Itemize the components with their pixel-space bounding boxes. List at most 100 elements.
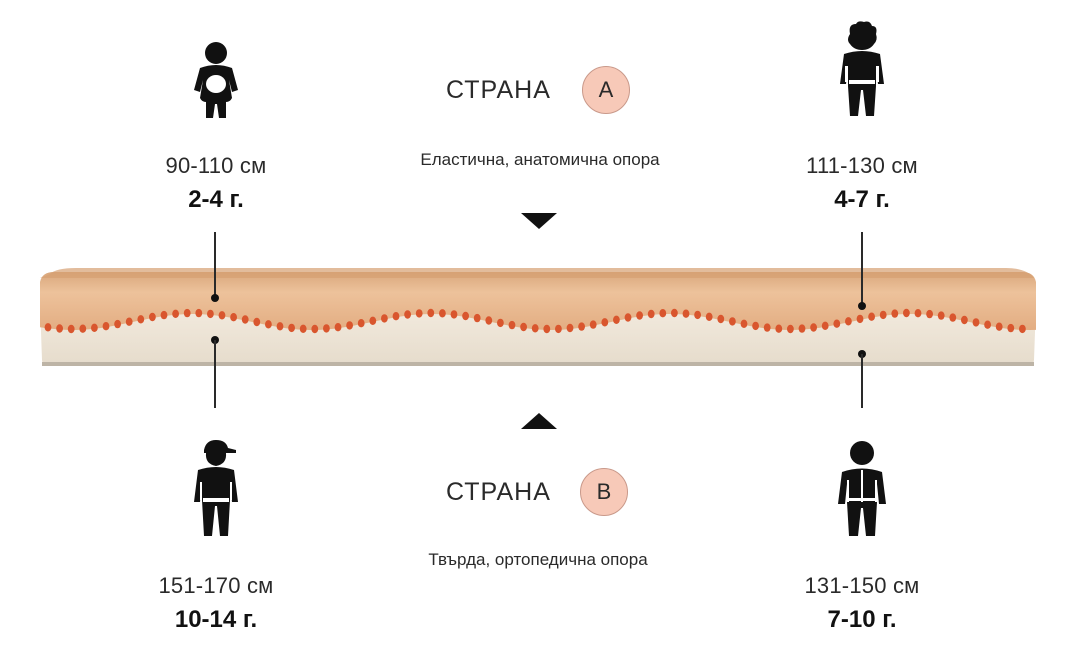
wave-dot	[79, 324, 87, 333]
side-b-badge: B	[580, 468, 628, 516]
wave-dot	[195, 308, 203, 318]
wave-dot	[149, 312, 156, 322]
arrow-down-icon	[521, 213, 557, 229]
wave-dot	[334, 323, 342, 332]
group-3-height: 151-170 см	[158, 573, 274, 598]
wave-dot	[903, 308, 910, 318]
side-b-label: СТРАНА	[446, 478, 551, 506]
group-1-age: 2-4 г.	[188, 186, 244, 213]
wave-dot	[218, 311, 226, 320]
wave-dot	[56, 324, 63, 333]
wave-dot	[427, 308, 435, 318]
wave-dot	[253, 317, 261, 327]
wave-dot	[740, 319, 748, 328]
wave-dot	[299, 324, 307, 333]
wave-dot	[369, 316, 377, 325]
wave-dot	[543, 324, 551, 334]
wave-dot	[694, 310, 701, 320]
wave-dot	[392, 312, 400, 321]
wave-dot	[705, 312, 713, 321]
wave-dot	[1019, 324, 1026, 334]
group-1-height: 90-110 см	[165, 153, 267, 178]
wave-dot	[172, 309, 180, 318]
wave-dot	[775, 324, 783, 333]
wave-dot	[798, 324, 806, 333]
wave-dot	[949, 313, 957, 322]
wave-dot	[531, 324, 539, 333]
wave-dot	[636, 311, 643, 320]
wave-dot	[114, 319, 121, 329]
wave-dot	[682, 309, 690, 318]
wave-dot	[555, 324, 562, 334]
leader-line-group-3	[214, 340, 216, 408]
side-b-description: Твърда, ортопедична опора	[428, 550, 648, 569]
wave-dot	[265, 320, 272, 329]
wave-dot	[497, 318, 504, 328]
wave-dot	[566, 323, 574, 333]
wave-dot	[207, 309, 214, 319]
wave-dot	[821, 321, 829, 330]
leader-line-group-1	[214, 232, 216, 298]
wave-dot	[91, 323, 98, 332]
wave-dot	[276, 322, 284, 331]
group-2-age: 4-7 г.	[834, 186, 890, 213]
mattress-cross-section	[40, 268, 1036, 366]
wave-dot	[624, 313, 632, 322]
wave-dot	[125, 317, 133, 326]
wave-dot	[485, 316, 493, 325]
arrow-up-icon	[521, 413, 557, 429]
wave-dot	[810, 323, 817, 332]
wave-dot	[659, 309, 667, 318]
wave-dot	[346, 321, 353, 330]
wave-dot	[937, 311, 945, 320]
group-4-height: 131-150 см	[804, 573, 920, 598]
wave-dot	[752, 321, 759, 331]
wave-dot	[311, 324, 319, 334]
wave-dot	[891, 309, 899, 318]
wave-dots	[44, 308, 1026, 334]
side-a-description: Еластична, анатомична опора	[420, 150, 660, 169]
wave-dot	[404, 310, 411, 319]
toddler-icon	[194, 42, 238, 118]
wave-dot	[462, 311, 469, 321]
top-layer-elastic	[40, 272, 1036, 330]
wave-dot	[44, 323, 52, 332]
wave-dot	[647, 309, 655, 319]
marker-dot-group-2	[858, 302, 866, 310]
wave-dot	[879, 310, 887, 320]
wave-dot	[439, 309, 446, 318]
child-jacket-icon	[838, 441, 886, 536]
side-a-label: СТРАНА	[446, 76, 551, 104]
wave-dot	[288, 323, 295, 333]
wave-dot	[323, 324, 330, 333]
wave-dot	[717, 314, 725, 324]
child-curly-hair-icon	[840, 21, 884, 116]
wave-dot	[415, 309, 423, 318]
leader-line-group-2	[861, 232, 863, 306]
wave-dot	[856, 314, 864, 324]
wave-dot	[972, 318, 980, 327]
wave-dot	[357, 319, 365, 328]
wave-dot	[578, 322, 585, 331]
wave-dot	[787, 324, 794, 334]
wave-dot	[102, 322, 110, 331]
wave-dot	[450, 310, 458, 319]
wave-dot	[833, 319, 841, 328]
group-2-height: 111-130 см	[806, 153, 918, 178]
group-4-age: 7-10 г.	[827, 606, 897, 633]
wave-dot	[845, 317, 852, 326]
wave-dot	[763, 323, 771, 332]
wave-dot	[473, 313, 481, 323]
marker-dot-group-1	[211, 294, 219, 302]
wave-dot	[613, 315, 620, 324]
wave-dot	[589, 320, 597, 329]
wave-dot	[961, 315, 968, 325]
wave-dot	[671, 308, 678, 318]
wave-dot	[984, 320, 991, 329]
wave-dot	[995, 322, 1003, 331]
wave-dot	[926, 309, 933, 319]
wave-dot	[520, 322, 527, 332]
wave-dot	[160, 310, 168, 320]
wave-dot	[230, 313, 238, 322]
wave-dot	[508, 320, 516, 330]
